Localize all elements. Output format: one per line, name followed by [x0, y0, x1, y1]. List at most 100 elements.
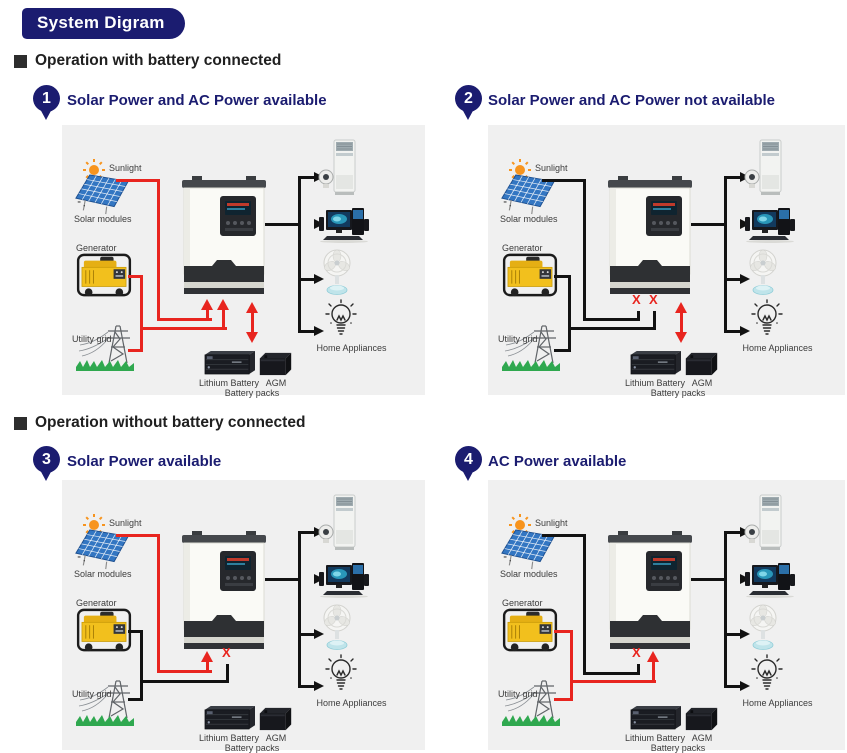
- air-conditioner-icon: [744, 494, 788, 552]
- arrow-icon: [647, 651, 659, 662]
- home-appliances-label: Home Appliances: [742, 343, 813, 353]
- panel-4-title: AC Power available: [488, 453, 627, 470]
- light-bulb-icon: [750, 299, 784, 339]
- wire: [226, 664, 229, 682]
- lithium-battery-label: Lithium Battery: [198, 378, 260, 388]
- inverter-icon: [182, 530, 266, 650]
- wire: [206, 662, 209, 672]
- pin-number: 1: [42, 89, 51, 107]
- fan-icon: [748, 249, 778, 297]
- diagram-panel-1: Sunlight Solar modules Generator Utility…: [62, 125, 425, 398]
- wire: [157, 318, 212, 321]
- section-heading-text: Operation without battery connected: [35, 414, 306, 431]
- wire: [554, 349, 570, 352]
- arrow-icon: [675, 302, 687, 313]
- wire: [116, 534, 159, 537]
- wire: [140, 275, 143, 352]
- wire: [570, 630, 573, 701]
- wire: [691, 223, 726, 226]
- lithium-battery-icon: [203, 704, 255, 731]
- wire: [724, 633, 742, 636]
- x-mark-icon: X: [632, 292, 641, 307]
- lithium-battery-icon: [629, 349, 681, 376]
- wire: [583, 672, 640, 675]
- wire: [298, 278, 316, 281]
- wire: [116, 179, 159, 182]
- wire: [206, 310, 209, 320]
- diagram-panel-4: Sunlight Solar modules Generator Utility…: [488, 480, 845, 753]
- lithium-battery-icon: [629, 704, 681, 731]
- wire: [157, 534, 160, 673]
- inverter-icon: [608, 175, 692, 295]
- generator-icon: [501, 607, 559, 653]
- agm-battery-icon: [685, 707, 718, 731]
- arrow-icon: [314, 681, 324, 691]
- wire: [554, 275, 570, 278]
- x-mark-icon: X: [649, 292, 658, 307]
- wire: [298, 176, 316, 179]
- wire: [583, 179, 586, 321]
- wire: [653, 311, 656, 330]
- generator-icon: [75, 252, 133, 298]
- tv-computer-icon: [319, 562, 369, 598]
- agm-battery-icon: [259, 707, 292, 731]
- agm-label: AGM: [691, 378, 713, 388]
- utility-tower-icon: [502, 323, 560, 371]
- lithium-battery-label: Lithium Battery: [624, 733, 686, 743]
- air-conditioner-icon: [318, 139, 362, 197]
- light-bulb-icon: [750, 654, 784, 694]
- wire: [157, 179, 160, 321]
- wire: [724, 176, 727, 333]
- wire: [128, 349, 142, 352]
- wire: [265, 223, 300, 226]
- light-bulb-icon: [324, 299, 358, 339]
- wire: [298, 330, 316, 333]
- lithium-battery-label: Lithium Battery: [198, 733, 260, 743]
- solar-modules-label: Solar modules: [74, 569, 132, 579]
- sunlight-label: Sunlight: [535, 163, 568, 173]
- wire: [265, 578, 300, 581]
- utility-tower-icon: [76, 323, 134, 371]
- wire: [652, 662, 655, 680]
- battery-packs-label: Battery packs: [650, 743, 706, 753]
- sunlight-label: Sunlight: [109, 163, 142, 173]
- wire: [583, 534, 586, 675]
- wire: [298, 633, 316, 636]
- arrow-icon: [246, 332, 258, 343]
- x-mark-icon: X: [222, 645, 231, 660]
- pin-1-icon: 1: [33, 85, 60, 120]
- battery-packs-label: Battery packs: [224, 388, 280, 398]
- agm-battery-icon: [685, 352, 718, 376]
- arrow-icon: [740, 629, 750, 639]
- arrow-icon: [246, 302, 258, 313]
- wire: [554, 698, 572, 701]
- wire: [724, 278, 742, 281]
- arrow-icon: [740, 274, 750, 284]
- wire: [724, 531, 742, 534]
- generator-label: Generator: [76, 598, 117, 608]
- wire: [724, 685, 742, 688]
- inverter-icon: [608, 530, 692, 650]
- square-bullet-icon: [14, 416, 27, 430]
- utility-grid-label: Utility grid: [498, 334, 538, 344]
- section-heading-1: Operation with battery connected: [14, 52, 281, 70]
- pin-number: 2: [464, 89, 473, 107]
- arrow-icon: [217, 299, 229, 310]
- wire: [724, 330, 742, 333]
- arrow-icon: [740, 326, 750, 336]
- wire: [542, 534, 585, 537]
- panel-3-title: Solar Power available: [67, 453, 222, 470]
- wire: [637, 311, 640, 321]
- generator-icon: [75, 607, 133, 653]
- tv-computer-icon: [745, 562, 795, 598]
- pin-3-icon: 3: [33, 446, 60, 481]
- light-bulb-icon: [324, 654, 358, 694]
- lithium-battery-icon: [203, 349, 255, 376]
- square-bullet-icon: [14, 54, 27, 68]
- wire: [542, 179, 585, 182]
- arrow-icon: [201, 651, 213, 662]
- fan-icon: [322, 249, 352, 297]
- home-appliances-label: Home Appliances: [742, 698, 813, 708]
- utility-grid-label: Utility grid: [72, 334, 112, 344]
- wire: [298, 531, 316, 534]
